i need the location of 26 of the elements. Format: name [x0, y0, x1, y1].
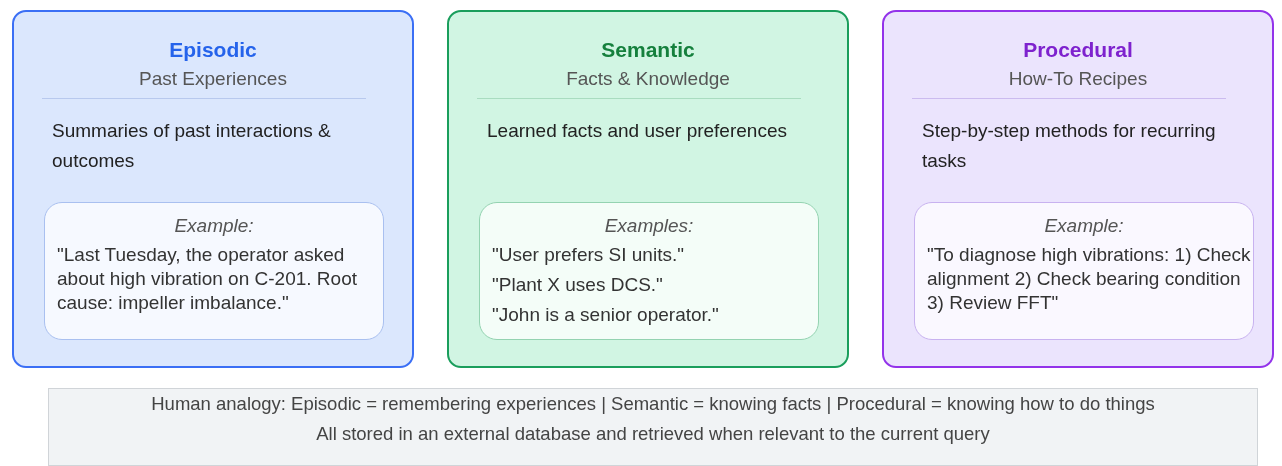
example-quote: "User prefers SI units."	[492, 243, 685, 267]
example-heading: Example:	[1043, 215, 1125, 237]
memory-card	[882, 10, 1274, 368]
example-card	[479, 202, 819, 340]
memory-card	[447, 10, 849, 368]
example-card	[914, 202, 1254, 340]
card-subtitle: Facts & Knowledge	[565, 68, 731, 90]
card-title: Episodic	[168, 38, 258, 62]
example-quote: "To diagnose high vibrations: 1) Check alignment 2) Check bearing condition 3) Review FFT"	[927, 243, 1252, 315]
description-text: Step-by-step methods for recurring tasks	[922, 119, 1217, 173]
example-quote: "Plant X uses DCS."	[492, 273, 664, 297]
card-title: Procedural	[1022, 38, 1134, 62]
example-quote: "John is a senior operator."	[492, 303, 720, 327]
note-text: Human analogy: Episodic = remembering experiences | Semantic = knowing facts | Procedural = knowing how to do things	[150, 392, 1156, 416]
example-heading: Example:	[173, 215, 255, 237]
description-text: Summaries of past interactions & outcomes	[52, 119, 332, 173]
example-card	[44, 202, 384, 340]
memory-card	[12, 10, 414, 368]
example-heading: Examples:	[603, 215, 695, 237]
card-title: Semantic	[600, 38, 696, 62]
description-text: Learned facts and user preferences	[487, 119, 787, 143]
example-quote: "Last Tuesday, the operator asked about high vibration on C-201. Root cause: impeller imbalance."	[57, 243, 358, 315]
card-subtitle: Past Experiences	[138, 68, 288, 90]
note-text: All stored in an external database and retrieved when relevant to the current query	[315, 422, 991, 446]
note-box	[48, 388, 1258, 466]
card-subtitle: How-To Recipes	[1007, 68, 1149, 90]
